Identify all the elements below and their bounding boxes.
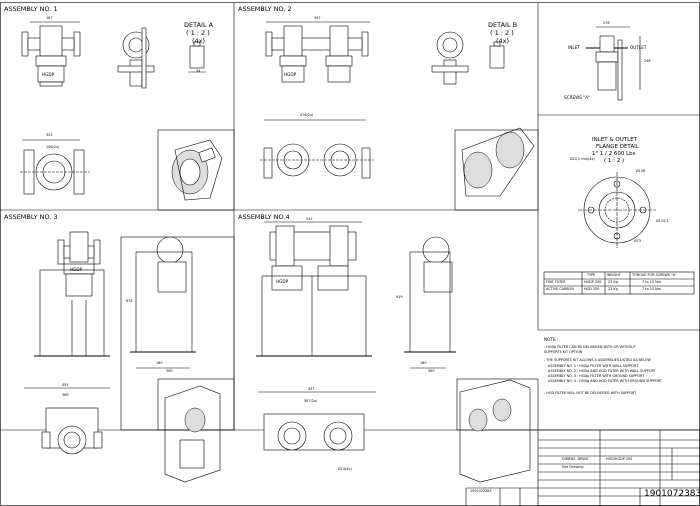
assembly-1-iso [171,139,223,201]
assembly-1-front-view [21,21,81,87]
td-1-1: HGD 200 [584,287,600,291]
assembly-1-side-view [117,27,155,89]
detail-a-title: DETAIL A [184,21,214,29]
note-3: - HGD FILTER WILL NOT BE DELIVERED WITH … [544,391,637,395]
assembly-4-front-view [256,221,372,357]
td-0-3: 7 to 10 Nm [642,280,661,284]
type-table-grid [543,271,695,295]
td-0-1: HGDP 200 [584,280,602,284]
td-1-2: 23 Kg [608,287,618,291]
detail-b-qty: (4x) [496,37,510,45]
assembly-1-top-view [20,139,90,195]
assembly-4-top-view [258,391,376,451]
detail-b-scale: ( 1 : 2 ) [490,29,514,37]
detail-a-qty: (4x) [192,37,206,45]
tb-model: HGD/HGDP 200 [606,457,633,461]
assembly-4-iso [459,379,531,483]
assembly-2-top-view [260,119,374,179]
dim-542: 542 [306,217,313,221]
hgdp-label-a1: HGDP [42,72,55,77]
hgdp-label-a2: HGDP [284,72,297,77]
title-block-grid [465,429,700,506]
flange-title-3: 1" 1 / 2 600 Lbs [592,151,636,157]
note-1: - HGDp FILTER CAN BE DELIVERED WITH OR W… [544,345,636,349]
screws-label: SCREWS "A" [564,95,590,100]
th-torque: TORQUE FOR SCREWS "A" [632,273,677,277]
dim-300-a3: 300 [166,369,173,373]
assembly-2-side-view [431,31,469,85]
detail-a [188,41,206,73]
note-assembly-4: ASSEMBLY NO. 4 : HGDp AND HGD FILTER WIT… [548,379,662,383]
dim-167: 167 [46,16,53,20]
dim-878: 878 [126,299,133,303]
td-0-0: FINE FILTER [546,280,566,284]
dim-276: 276 [603,21,610,25]
assembly-3-front-view [34,231,110,357]
dim-369: 369 [62,393,69,397]
assembly-2-front-view [265,21,370,83]
dim-919: 919 [396,295,403,299]
dim-325: 325 [46,133,53,137]
tb-desc: See Drawing [562,465,584,469]
tb-drawing-number: 1901072383 [644,489,700,499]
dim-587: 587(2x) [304,399,318,403]
detail-b-title: DETAIL B [488,21,518,29]
assembly-3-side-view [130,236,196,369]
notes-title: NOTE : [544,337,559,342]
note-1b: SUPPORTS KIT OPTION [544,350,583,354]
dim-160-a4: 160 [420,361,427,365]
note-2: - THE SUPPORTS KIT ALLOWS 4 ASSEMBLIES L… [544,358,651,362]
note-assembly-1: ASSEMBLY NO. 1 : HGDp FILTER WITH WALL S… [548,364,639,368]
dim-597: 597 [314,16,321,20]
td-1-3: 7 to 10 Nm [642,287,661,291]
dim-bolt-holes: Ø22,2 mm(4x) [570,157,595,161]
assembly-3-iso [164,385,221,483]
dim-156: Ø156 [636,169,646,173]
assembly-4-side-view [404,236,456,369]
tb-dimens: DIMENS. DRWG [562,457,589,461]
detail-a-scale: ( 1 : 2 ) [186,29,210,37]
assembly-3-title: ASSEMBLY NO. 3 [4,213,58,221]
dim-455: 455 [62,383,69,387]
assembly-2-title: ASSEMBLY NO. 2 [238,5,292,13]
dim-73: Ø73 [634,239,641,243]
th-type: TYPE [587,273,596,277]
assembly-2-iso [461,127,535,197]
assembly-4-title: ASSEMBLY NO.4 [238,213,290,221]
assembly-1-title: ASSEMBLY NO. 1 [4,5,58,13]
dim-114: Ø114,3 [656,219,669,223]
dim-34: 34 [196,69,201,73]
td-0-2: 23 Kg [608,280,618,284]
dim-206: 206(2x) [46,145,60,149]
td-1-0: ACTIVE CARBON [546,287,574,291]
tb-small-number: 1901072383 [470,489,492,493]
hgdp-label-a3: HGDP [70,267,83,272]
dim-437: 437 [308,387,315,391]
note-assembly-2: ASSEMBLY NO. 2 : HGDp AND HGD FILTER WIT… [548,369,656,373]
th-weight: WEIGHT [607,273,621,277]
inlet-label: INLET [568,45,580,50]
dim-476: 476(2x) [300,113,314,117]
dim-248: 248 [644,59,651,63]
note-assembly-3: ASSEMBLY NO. 3 : HGDp FILTER WITH GROUND… [548,374,645,378]
flange-title-4: ( 1 : 2 ) [604,158,625,164]
dim-14: Ø14(4x) [338,467,352,471]
side-elevation-view [586,26,641,101]
flange-detail-view [578,172,656,248]
flange-title-2: FLANGE DETAIL [596,144,639,150]
detail-b [489,41,505,69]
hgdp-label-a4: HGDP [276,279,289,284]
assembly-3-top-view [24,387,110,455]
outlet-label: OUTLET [630,45,647,50]
dim-160-a3: 160 [156,361,163,365]
dim-300-a4: 300 [428,369,435,373]
flange-title-1: INLET & OUTLET [592,137,638,143]
